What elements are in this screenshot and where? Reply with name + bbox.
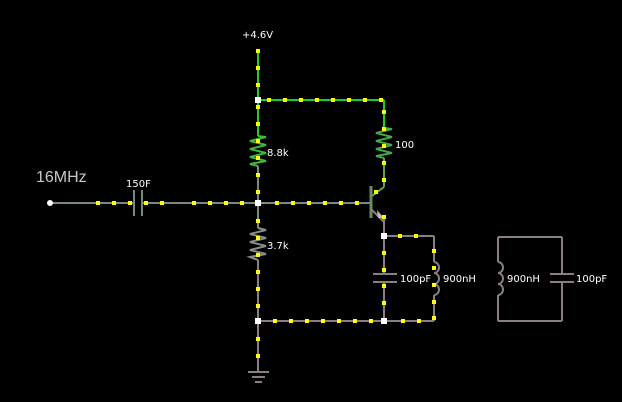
junction-node[interactable] [381, 318, 387, 324]
current-dot [291, 201, 295, 205]
current-dot [299, 98, 303, 102]
current-dot [379, 98, 383, 102]
current-dot [382, 110, 386, 114]
current-dot [355, 201, 359, 205]
current-dot [353, 319, 357, 323]
current-dot [382, 301, 386, 305]
current-dot [256, 83, 260, 87]
current-dot [256, 304, 260, 308]
current-dot [256, 139, 260, 143]
current-dot [256, 287, 260, 291]
current-dot [256, 354, 260, 358]
r2-label: 3.7k [267, 241, 289, 252]
current-dot [417, 319, 421, 323]
current-dot [369, 319, 373, 323]
current-dot [398, 234, 402, 238]
current-dot [363, 98, 367, 102]
current-dot [374, 190, 378, 194]
inductor-l2[interactable] [497, 261, 504, 296]
current-dot [339, 201, 343, 205]
l2-label: 900nH [507, 274, 540, 285]
current-dot [96, 201, 100, 205]
current-dot [256, 122, 260, 126]
current-dot [283, 98, 287, 102]
capacitor-c3[interactable] [550, 273, 574, 283]
current-dot [144, 201, 148, 205]
current-dot [256, 236, 260, 240]
current-dot [432, 300, 436, 304]
current-dot [382, 127, 386, 131]
current-dot [256, 105, 260, 109]
reference-tank-wire[interactable] [497, 236, 563, 322]
current-dot [382, 144, 386, 148]
ground-symbol[interactable] [248, 371, 269, 383]
current-dot [382, 178, 386, 182]
current-dot [256, 156, 260, 160]
current-dot [256, 337, 260, 341]
current-dot [256, 66, 260, 70]
c2-label: 100pF [400, 274, 431, 285]
current-dot [256, 49, 260, 53]
current-dot [432, 316, 436, 320]
current-dot [432, 249, 436, 253]
current-dots [96, 49, 436, 358]
current-dot [267, 98, 271, 102]
current-dot [382, 215, 386, 219]
current-dot [307, 201, 311, 205]
current-dot [256, 173, 260, 177]
r1-label: 8.8k [267, 148, 289, 159]
current-dot [382, 161, 386, 165]
current-dot [382, 268, 386, 272]
current-dot [128, 201, 132, 205]
current-dot [414, 234, 418, 238]
source-frequency-label: 16MHz [36, 169, 87, 186]
current-dot [112, 201, 116, 205]
current-dot [321, 319, 325, 323]
current-dot [382, 251, 386, 255]
junction-node[interactable] [255, 97, 261, 103]
junction-node[interactable] [381, 233, 387, 239]
current-dot [337, 319, 341, 323]
current-dot [256, 219, 260, 223]
current-dot [305, 319, 309, 323]
current-dot [224, 201, 228, 205]
inductor-l1[interactable] [433, 261, 440, 296]
junction-node[interactable] [255, 200, 261, 206]
c1-label: 150F [126, 179, 151, 190]
r3-label: 100 [395, 140, 414, 151]
current-dot [273, 319, 277, 323]
current-dot [208, 201, 212, 205]
current-dot [160, 201, 164, 205]
current-dot [347, 98, 351, 102]
current-dot [275, 201, 279, 205]
l1-label: 900nH [443, 274, 476, 285]
supply-label: +4.6V [242, 30, 273, 41]
current-dot [331, 98, 335, 102]
capacitor-c2[interactable] [373, 273, 397, 283]
current-dot [432, 266, 436, 270]
capacitor-c1[interactable] [133, 190, 143, 216]
c3-label: 100pF [576, 274, 607, 285]
current-dot [256, 253, 260, 257]
junction-node[interactable] [255, 318, 261, 324]
current-dot [401, 319, 405, 323]
current-dot [315, 98, 319, 102]
current-dot [289, 319, 293, 323]
source-terminal[interactable] [47, 200, 53, 206]
junction-nodes [255, 97, 387, 324]
current-dot [323, 201, 327, 205]
current-dot [256, 190, 260, 194]
current-dot [240, 201, 244, 205]
current-dot [432, 283, 436, 287]
current-dot [256, 270, 260, 274]
current-dot [192, 201, 196, 205]
current-dot [382, 284, 386, 288]
